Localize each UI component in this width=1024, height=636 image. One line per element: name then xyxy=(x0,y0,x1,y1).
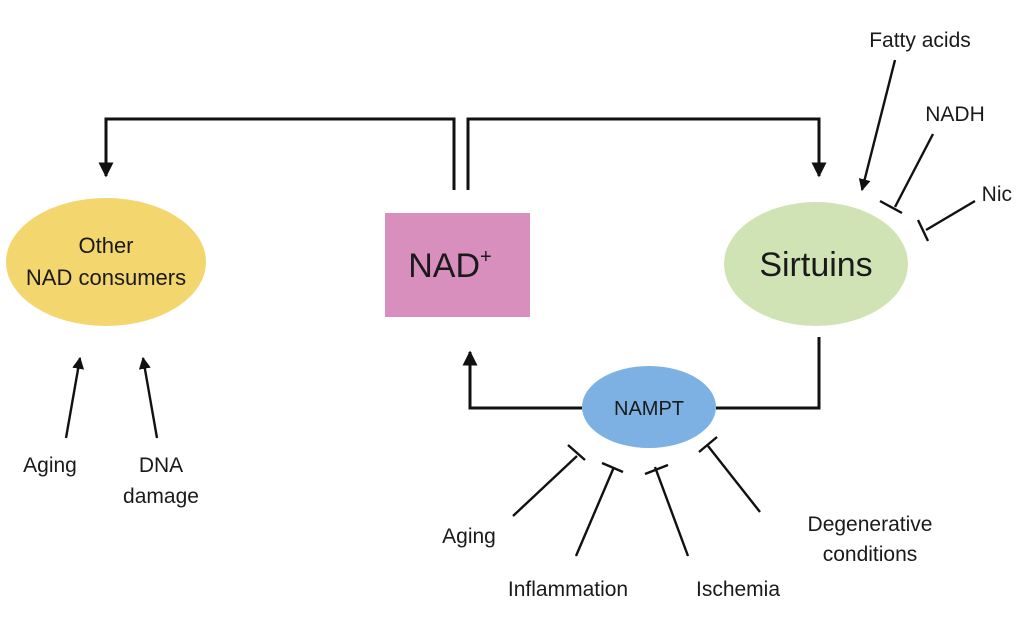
degenerative-label-line1: Degenerative xyxy=(808,513,933,536)
ischemia-label: Ischemia xyxy=(696,578,780,601)
sirtuins-ellipse xyxy=(724,202,908,326)
edge-sirtuins-to-nampt xyxy=(716,337,821,410)
aging-label-nampt: Aging xyxy=(442,525,496,548)
ischemia-inhibition-line xyxy=(653,466,690,557)
node-other-nad-consumers: Other NAD consumers xyxy=(6,198,206,326)
nadh-inhibition-bar xyxy=(879,199,903,215)
nad-label-superscript: + xyxy=(480,246,492,268)
nampt-ellipse xyxy=(582,366,716,448)
degenerative-inhibition-bar xyxy=(698,436,718,453)
node-nampt: NAMPT xyxy=(582,366,716,448)
nad-plus-label: NAD+ xyxy=(408,246,491,285)
nic-inhibition-line xyxy=(925,199,976,232)
nadh-label: NADH xyxy=(925,103,985,126)
edge-nad-to-sirtuins xyxy=(466,117,827,190)
nampt-modulators: Aging Inflammation Ischemia Degenerative… xyxy=(442,436,933,601)
aging-label-left: Aging xyxy=(23,454,77,477)
nad-label-base: NAD xyxy=(408,247,480,285)
sirtuin-modulators: Fatty acids NADH Nic xyxy=(858,29,1012,242)
other-nad-consumers-label-line2: NAD consumers xyxy=(26,265,186,290)
node-nad-plus: NAD+ xyxy=(385,213,530,317)
other-consumer-modulators: Aging DNA damage xyxy=(23,356,199,508)
nad-plus-box xyxy=(385,213,530,317)
nic-inhibition-bar xyxy=(916,219,930,242)
inflammation-label: Inflammation xyxy=(508,578,628,601)
degenerative-label-line2: conditions xyxy=(823,543,918,566)
nic-label: Nic xyxy=(982,183,1012,206)
sirtuins-label: Sirtuins xyxy=(759,246,872,284)
aging-inhibition-bar xyxy=(567,444,586,461)
aging-activation-arrow xyxy=(64,356,85,439)
fatty-acids-label: Fatty acids xyxy=(869,29,971,52)
fatty-acids-activation-arrow xyxy=(858,59,897,192)
dna-damage-label-line2: damage xyxy=(123,485,199,508)
node-sirtuins: Sirtuins xyxy=(724,202,908,326)
inflammation-inhibition-line xyxy=(574,466,616,557)
dna-damage-label-line1: DNA xyxy=(139,454,183,477)
other-nad-consumers-ellipse xyxy=(6,198,206,326)
ischemia-inhibition-bar xyxy=(644,463,669,476)
inflammation-inhibition-bar xyxy=(601,461,624,474)
nampt-label: NAMPT xyxy=(614,398,684,420)
other-nad-consumers-label-line1: Other xyxy=(78,233,133,258)
degenerative-inhibition-line xyxy=(707,445,761,513)
edge-nampt-to-nad xyxy=(462,350,582,410)
edge-nad-to-other-consumers xyxy=(98,117,456,190)
nadh-inhibition-line xyxy=(893,133,935,208)
dna-damage-activation-arrow xyxy=(138,356,159,439)
aging-inhibition-line xyxy=(512,455,578,517)
